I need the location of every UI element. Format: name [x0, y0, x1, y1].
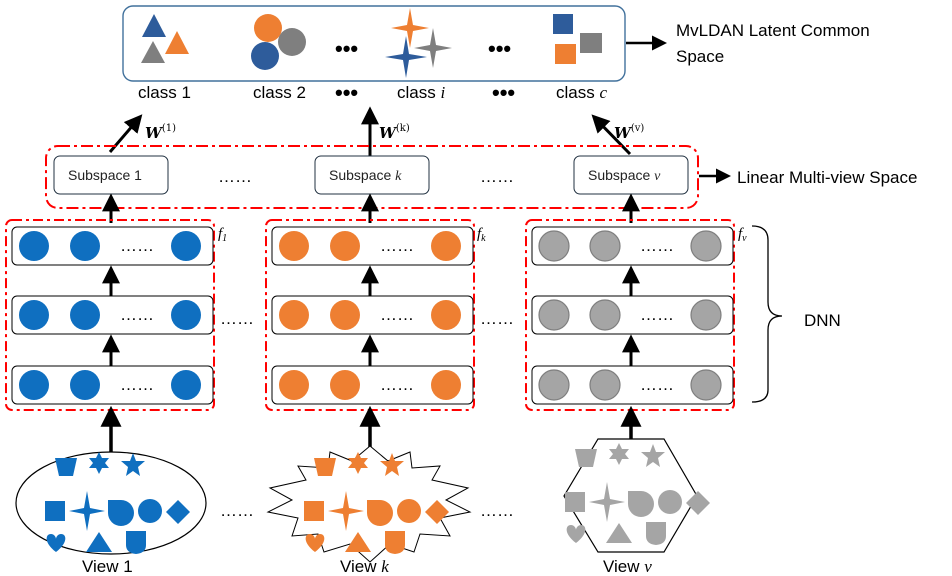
- class-2-label: class 2: [253, 83, 306, 102]
- subspace-1-label: Subspace 1: [68, 167, 142, 183]
- class-i-label: class i: [397, 83, 445, 102]
- view-ellipsis-1: ……: [220, 501, 254, 520]
- class-i-stars-icon: [385, 8, 452, 78]
- latent-ellipsis-2: •••: [488, 36, 511, 61]
- latent-ellipsis-1: •••: [335, 36, 358, 61]
- dnn-ellipsis-2: ……: [480, 309, 514, 328]
- latent-space-label-line1: MvLDAN Latent Common: [676, 21, 870, 40]
- subspace-ellipsis-2: ……: [480, 167, 514, 186]
- dnn-brace: [751, 225, 783, 403]
- dnnk-row3-ellipsis: ……: [380, 375, 414, 394]
- dnn-label: DNN: [804, 311, 841, 330]
- dnnk-row1-ellipsis: ……: [380, 236, 414, 255]
- dnn-view-v: [525, 219, 735, 411]
- dnnv-row1-ellipsis: ……: [640, 236, 674, 255]
- fv-label: fv: [738, 226, 747, 244]
- dnn-view-k: [265, 219, 475, 411]
- dnn-view-1: [5, 219, 215, 411]
- view-1-label: View 1: [82, 557, 133, 576]
- view-v-label: View v: [603, 557, 652, 576]
- dnnv-row3-ellipsis: ……: [640, 375, 674, 394]
- class-ellipsis-2: •••: [492, 80, 515, 105]
- class-1-label: class 1: [138, 83, 191, 102]
- dnn1-row2-ellipsis: ……: [120, 305, 154, 324]
- class-ellipsis-1: •••: [335, 80, 358, 105]
- wv-arrow: [591, 114, 632, 156]
- class-1-shapes-icon: [141, 14, 189, 63]
- class-c-label: class c: [556, 83, 607, 102]
- subspace-v-label: Subspace v: [588, 167, 661, 184]
- dnn-ellipsis-1: ……: [220, 309, 254, 328]
- fk-label: fk: [477, 226, 486, 244]
- f1-label: f1: [218, 226, 227, 244]
- view-k-label: View k: [340, 557, 389, 576]
- subspace-k-label: Subspace k: [329, 167, 402, 184]
- dnn1-row3-ellipsis: ……: [120, 375, 154, 394]
- dnn1-row1-ellipsis: ……: [120, 236, 154, 255]
- subspace-ellipsis-1: ……: [218, 167, 252, 186]
- dnnk-row2-ellipsis: ……: [380, 305, 414, 324]
- wk-label: W(k): [379, 123, 410, 142]
- class-2-circles-icon: [251, 14, 306, 70]
- latent-space-label-line2: Space: [676, 47, 724, 66]
- latent-space-box: [122, 5, 626, 82]
- dnnv-row2-ellipsis: ……: [640, 305, 674, 324]
- class-c-squares-icon: [553, 14, 602, 64]
- view-ellipsis-2: ……: [480, 501, 514, 520]
- wv-label: W(v): [614, 123, 644, 142]
- w1-label: W(1): [145, 123, 176, 142]
- multiview-space-label: Linear Multi-view Space: [737, 168, 917, 187]
